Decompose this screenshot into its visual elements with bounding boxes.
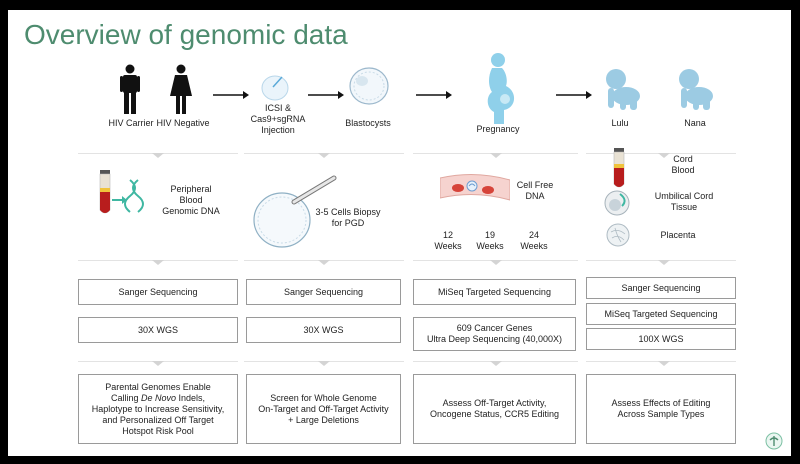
nana-label: Nana (684, 118, 706, 128)
arrow-right-icon (556, 91, 592, 99)
cord-blood-label: Cord Blood (671, 154, 695, 175)
purpose-col3: Assess Off-Target Activity, Oncogene Sta… (413, 374, 576, 444)
icsi-egg-icon (261, 75, 289, 101)
purpose-col1-text-a: Parental Genomes Enable Calling (105, 381, 211, 403)
umbilical-cord-icon (604, 190, 630, 216)
male-figure-icon (120, 64, 140, 114)
method-sanger-col4: Sanger Sequencing (586, 277, 736, 299)
divider-notch (658, 153, 670, 158)
hiv-negative-label: HIV Negative (156, 118, 210, 128)
divider-notch (318, 361, 330, 366)
divider-notch (152, 153, 164, 158)
logo-icon (765, 432, 783, 450)
week-24-label: 24 Weeks (520, 230, 548, 251)
page-title: Overview of genomic data (24, 19, 348, 50)
biopsy-icon (253, 175, 337, 248)
divider-notch (152, 260, 164, 265)
week-19-label: 19 Weeks (476, 230, 504, 251)
divider-notch (152, 361, 164, 366)
placenta-label: Placenta (660, 230, 696, 240)
blood-tube-dna-icon (99, 170, 144, 214)
pregnancy-icon (487, 53, 515, 124)
purpose-col2: Screen for Whole Genome On-Target and Of… (246, 374, 401, 444)
method-sanger-col1: Sanger Sequencing (78, 279, 238, 305)
arrow-right-icon (213, 91, 249, 99)
method-wgs-col2: 30X WGS (246, 317, 401, 343)
blastocysts-label: Blastocysts (345, 118, 391, 128)
baby-icon (606, 69, 640, 110)
arrow-right-icon (308, 91, 344, 99)
method-cancer-genes-col3: 609 Cancer Genes Ultra Deep Sequencing (… (413, 317, 576, 351)
method-miseq-col4: MiSeq Targeted Sequencing (586, 303, 736, 325)
method-wgs-col1: 30X WGS (78, 317, 238, 343)
female-figure-icon (170, 64, 192, 114)
lulu-label: Lulu (611, 118, 629, 128)
method-sanger-col2: Sanger Sequencing (246, 279, 401, 305)
baby-icon (679, 69, 713, 110)
divider-notch (658, 361, 670, 366)
divider-notch (490, 153, 502, 158)
method-wgs-col4: 100X WGS (586, 328, 736, 350)
purpose-col4: Assess Effects of Editing Across Sample … (586, 374, 736, 444)
icsi-label: ICSI & Cas9+sgRNA Injection (250, 103, 306, 135)
placenta-icon (606, 223, 630, 247)
purpose-col1: Parental Genomes Enable Calling De Novo … (78, 374, 238, 444)
arrow-right-icon (416, 91, 452, 99)
biopsy-label: 3-5 Cells Biopsy for PGD (315, 207, 381, 228)
purpose-col1-italic: De Novo (140, 392, 176, 403)
blood-vessel-icon (440, 173, 510, 201)
cord-blood-tube-icon (613, 148, 625, 188)
divider-notch (318, 260, 330, 265)
divider-notch (658, 260, 670, 265)
slide: Overview of genomic data HIV Carrier HIV… (8, 10, 791, 456)
umbilical-cord-label: Umbilical Cord Tissue (654, 191, 714, 212)
divider-notch (318, 153, 330, 158)
peripheral-blood-label: Peripheral Blood Genomic DNA (162, 184, 220, 216)
divider-notch (490, 260, 502, 265)
method-miseq-col3: MiSeq Targeted Sequencing (413, 279, 576, 305)
divider-notch (490, 361, 502, 366)
week-12-label: 12 Weeks (434, 230, 462, 251)
purpose-col1-text-b: Indels, Haplotype to Increase Sensitivit… (91, 392, 225, 436)
pregnancy-label: Pregnancy (476, 124, 520, 134)
blastocyst-icon (349, 67, 389, 105)
cell-free-dna-label: Cell Free DNA (516, 180, 554, 201)
hiv-carrier-label: HIV Carrier (108, 118, 154, 128)
